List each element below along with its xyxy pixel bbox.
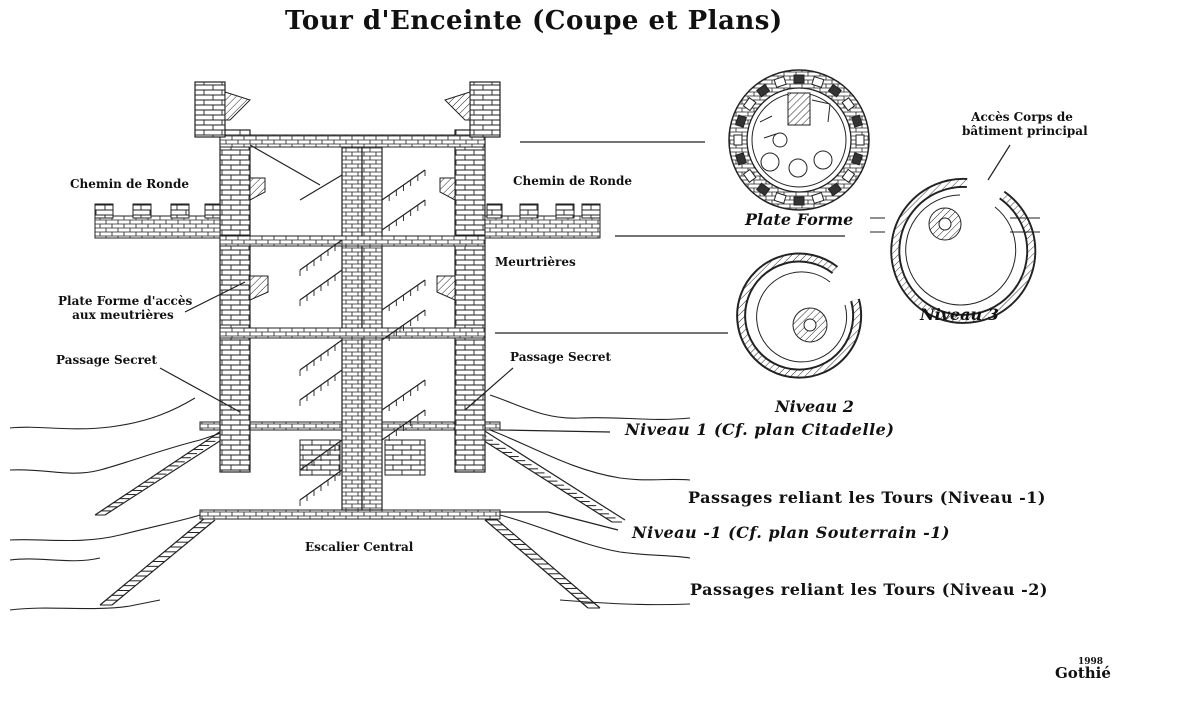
stair-right-upper bbox=[479, 427, 626, 521]
chemin-de-ronde-left-walk bbox=[94, 203, 221, 239]
label-plate-forme-acces: Plate Forme d'accès aux meutrières bbox=[58, 294, 193, 322]
label-niveau-m1: Niveau -1 (Cf. plan Souterrain -1) bbox=[632, 523, 950, 542]
plate-forme-merlon bbox=[793, 196, 805, 206]
plate-forme-merlon bbox=[811, 192, 825, 204]
plate-forme-merlon bbox=[773, 76, 787, 88]
leader-passage-secret-right bbox=[464, 367, 514, 411]
label-plate-forme-acces-line-1: Plate Forme d'accès bbox=[58, 294, 193, 308]
ground-line-left-3 bbox=[9, 514, 201, 542]
ground-line-right-2 bbox=[489, 429, 691, 481]
ground-lines bbox=[9, 394, 691, 611]
ground-line-left-1 bbox=[9, 397, 196, 430]
leader-plate-forme-acces bbox=[184, 281, 246, 313]
plan-niveau-3 bbox=[870, 177, 1040, 324]
floor-chemin-de-ronde bbox=[219, 235, 486, 247]
plate-forme-merlon bbox=[773, 192, 787, 204]
tower-wall-right bbox=[454, 129, 486, 473]
chemin-de-ronde-right-walk bbox=[484, 203, 601, 239]
top-platform bbox=[219, 134, 486, 148]
plate-forme-merlon bbox=[733, 134, 743, 146]
label-plan-niveau-2: Niveau 2 bbox=[775, 397, 854, 416]
plate-forme-merlon bbox=[756, 83, 771, 98]
plate-forme-merlon bbox=[735, 114, 747, 128]
label-plan-plate-forme: Plate Forme bbox=[745, 210, 854, 229]
label-acces-corps-line-1: Accès Corps de bbox=[971, 110, 1073, 124]
stair-left-upper-b bbox=[104, 427, 241, 516]
plate-forme-merlon bbox=[742, 97, 757, 112]
plate-forme-merlon bbox=[855, 134, 865, 146]
plate-forme-merlon bbox=[793, 74, 805, 84]
turret-left-roof bbox=[224, 91, 251, 121]
leader-lines bbox=[159, 141, 1011, 531]
plan-plate-forme bbox=[728, 69, 870, 211]
plate-forme-merlon bbox=[735, 152, 747, 166]
ground-line-left-4 bbox=[9, 557, 101, 562]
label-acces-corps: Accès Corps de bâtiment principal bbox=[962, 110, 1088, 138]
label-acces-corps-line-2: bâtiment principal bbox=[962, 124, 1088, 138]
label-passage-secret-right: Passage Secret bbox=[510, 350, 612, 364]
plate-forme-merlon bbox=[827, 83, 842, 98]
floor-meurtrieres bbox=[219, 327, 486, 339]
plate-forme-merlon bbox=[811, 76, 825, 88]
signature-name: Gothié bbox=[1055, 664, 1111, 682]
ground-line-left-5 bbox=[9, 599, 161, 611]
label-meurtrieres: Meurtrières bbox=[495, 255, 576, 269]
plate-forme-merlon bbox=[851, 152, 863, 166]
chemin-platform-right bbox=[439, 177, 456, 201]
tower-foot-right bbox=[384, 439, 426, 476]
label-plate-forme-acces-line-2: aux meutrières bbox=[72, 308, 174, 322]
meurtrieres-platform-left bbox=[249, 275, 269, 301]
central-column-left bbox=[341, 139, 363, 511]
meurtrieres-platform-right bbox=[436, 275, 456, 301]
plate-forme-merlon bbox=[756, 182, 771, 197]
label-passage-secret-left: Passage Secret bbox=[56, 353, 158, 367]
stair-right-lower bbox=[494, 517, 601, 609]
central-column-right bbox=[361, 139, 383, 511]
label-passages-niveau-m2: Passages reliant les Tours (Niveau -2) bbox=[690, 580, 1048, 599]
plate-forme-merlon bbox=[742, 168, 757, 183]
leader-niveau-1 bbox=[499, 429, 611, 433]
tower-wall-left bbox=[219, 129, 251, 473]
leader-passage-secret-left bbox=[159, 367, 241, 413]
ground-line-left-2 bbox=[9, 429, 231, 474]
label-chemin-de-ronde-right: Chemin de Ronde bbox=[513, 174, 632, 188]
signature-year: 1998 bbox=[1078, 657, 1104, 667]
ground-line-right-1 bbox=[489, 394, 691, 420]
plate-forme-merlons bbox=[733, 74, 865, 206]
niveau-m1-floor bbox=[199, 509, 501, 520]
label-passages-niveau-m1: Passages reliant les Tours (Niveau -1) bbox=[688, 488, 1046, 507]
leader-acces-corps bbox=[987, 144, 1011, 181]
central-staircase-steps bbox=[299, 170, 426, 506]
chemin-platform-left bbox=[249, 177, 266, 201]
plate-forme-merlon bbox=[841, 168, 856, 183]
label-escalier-central: Escalier Central bbox=[305, 540, 414, 554]
diagram-title: Tour d'Enceinte (Coupe et Plans) bbox=[285, 6, 783, 36]
label-plan-niveau-3: Niveau 3 bbox=[920, 305, 999, 324]
turret-right bbox=[469, 81, 501, 138]
turret-left bbox=[194, 81, 226, 138]
turret-right-roof bbox=[444, 91, 471, 121]
ground-line-right-4 bbox=[559, 599, 691, 606]
plan-niveau-2 bbox=[736, 252, 863, 379]
label-niveau-1: Niveau 1 (Cf. plan Citadelle) bbox=[625, 420, 895, 439]
plate-forme-merlon bbox=[851, 114, 863, 128]
plate-forme-merlon bbox=[827, 182, 842, 197]
leader-niveau-m1-b bbox=[547, 511, 619, 531]
ground-line-right-3 bbox=[499, 514, 691, 559]
label-chemin-de-ronde-left: Chemin de Ronde bbox=[70, 177, 189, 191]
plate-forme-merlon bbox=[841, 97, 856, 112]
